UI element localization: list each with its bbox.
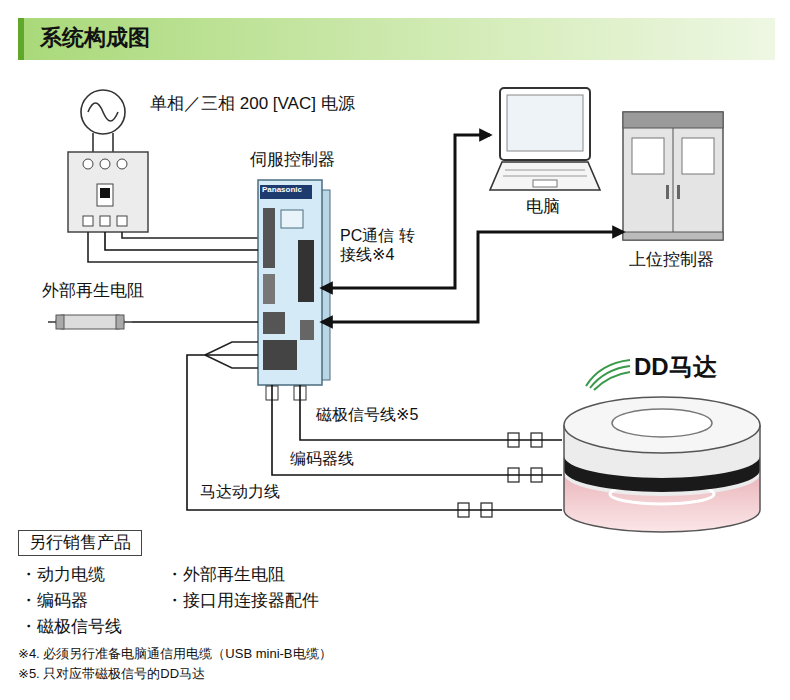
node-label: 单相／三相 200 [VAC] 电源 bbox=[150, 94, 355, 114]
node-label: 电脑 bbox=[526, 197, 560, 217]
logo-swoosh bbox=[586, 360, 630, 390]
pc: 电脑 bbox=[490, 85, 602, 191]
dd-motor-illustration bbox=[564, 397, 760, 532]
cable-label: 磁极信号线※5 bbox=[314, 405, 420, 424]
title-accent bbox=[18, 18, 24, 60]
power-wire bbox=[122, 232, 258, 238]
node-label: 外部再生电阻 bbox=[42, 281, 144, 301]
title-band bbox=[18, 18, 775, 60]
dd-motor: DD马达 bbox=[562, 395, 762, 535]
power-supply: 单相／三相 200 [VAC] 电源 bbox=[68, 152, 148, 232]
cable-label: PC通信 转接线※4 bbox=[338, 226, 428, 264]
controller-cabinet bbox=[623, 112, 723, 240]
cable-label: 马达动力线 bbox=[198, 482, 282, 501]
connector-line bbox=[272, 385, 562, 475]
power-wire bbox=[88, 232, 258, 262]
ac-source-symbol bbox=[81, 90, 125, 152]
connector-line bbox=[300, 385, 562, 440]
node-label: 另行销售产品 bbox=[29, 533, 131, 553]
servo-drive-body bbox=[258, 180, 330, 400]
connector-line bbox=[322, 135, 490, 288]
diagram-title: 系统构成图 bbox=[40, 25, 150, 51]
regen-resistor: 外部再生电阻 bbox=[48, 313, 132, 331]
breaker-symbol bbox=[68, 152, 148, 232]
product-item: ・编码器 bbox=[20, 591, 88, 611]
connector-line bbox=[187, 355, 562, 510]
servo-controller: 伺服控制器 bbox=[258, 180, 322, 385]
brand-mark: Panasonic bbox=[262, 185, 302, 195]
resistor-symbol bbox=[48, 315, 132, 329]
host-controller: 上位控制器 bbox=[623, 112, 723, 240]
laptop-illustration bbox=[490, 88, 600, 190]
node-label: 伺服控制器 bbox=[250, 150, 335, 170]
cable-label: 编码器线 bbox=[288, 449, 356, 468]
product-item: ・磁极信号线 bbox=[20, 617, 122, 637]
product-item: ・动力电缆 bbox=[20, 565, 105, 585]
footnote: ※4. 必须另行准备电脑通信用电缆（USB mini-B电缆） bbox=[18, 646, 332, 662]
node-label: DD马达 bbox=[634, 353, 717, 382]
product-item: ・外部再生电阻 bbox=[166, 565, 285, 585]
product-item: ・接口用连接器配件 bbox=[166, 591, 319, 611]
connector-line bbox=[105, 232, 258, 250]
footnote: ※5. 只对应带磁极信号的DD马达 bbox=[18, 666, 205, 682]
node-label: 上位控制器 bbox=[629, 250, 714, 270]
sold-separately-box: 另行销售产品 bbox=[18, 530, 142, 556]
connector-line bbox=[132, 321, 258, 323]
